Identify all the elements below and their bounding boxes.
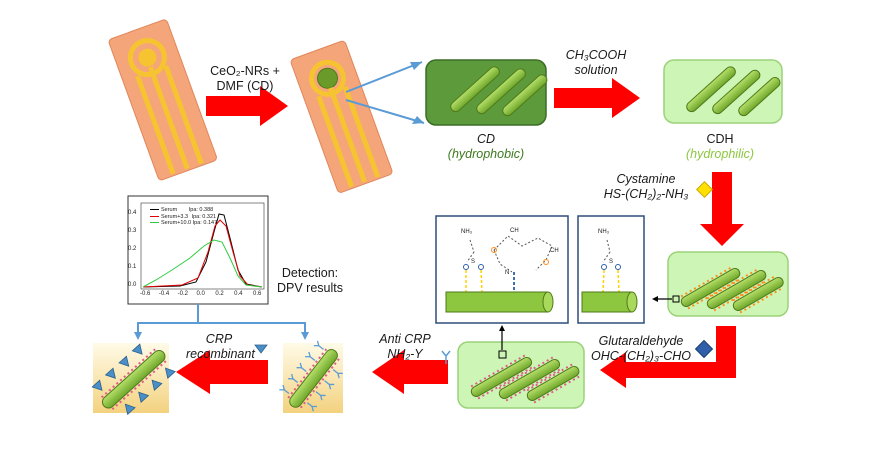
cd-label: CD (hydrophobic) [438, 132, 534, 162]
arrow-antigen [176, 350, 268, 394]
cystamine-formula: HS-(CH₂)₂-NH₃ [603, 187, 689, 201]
cdh-rods [686, 66, 781, 117]
antibody-label: Anti CRP NH₂-Y [372, 332, 438, 362]
arrow-down-cdh [700, 172, 744, 246]
zoom-connector-top [345, 61, 423, 93]
dpv-y-tick: 0.3 [128, 228, 137, 234]
chem-left-atom: S [471, 259, 476, 265]
arrow-step2 [554, 78, 640, 118]
step1-line2: DMF (CD) [216, 79, 274, 93]
dpv-x-tick: -0.2 [177, 291, 188, 297]
detection-label: Detection: DPV results [270, 266, 350, 296]
dpv-x-tick: -0.6 [140, 291, 151, 297]
crp-triangle-icon [254, 344, 268, 354]
dpv-x-tick: 0.0 [196, 291, 205, 297]
antibody-y-icon [441, 350, 451, 364]
cd-note: (hydrophobic) [447, 147, 525, 161]
dpv-legend-series: Serum+10.0 [161, 220, 192, 226]
chem-left-top: NH₃ [461, 229, 473, 235]
glutaraldehyde-diamond-icon [694, 339, 714, 359]
step1-line1: CeO₂-NRs + [210, 64, 280, 78]
detection-line1: Detection: [281, 266, 339, 280]
arrow-antibody [372, 350, 448, 394]
glutaraldehyde-label: Glutaraldehyde OHC-(CH₂)₃-CHO [586, 334, 696, 364]
dpv-y-tick: 0.4 [128, 210, 137, 216]
dpv-legend-series: Serum+3.3 [161, 213, 189, 220]
antibody-name: Anti CRP [379, 332, 431, 346]
antigen-note: recombinant [186, 347, 255, 361]
chem-glut-b: CH [550, 248, 559, 254]
inset-rod-left [445, 291, 554, 313]
dpv-legend: Serum Ipa: 0.388 Serum+3.3 Ipa: 0.321 Se… [150, 207, 217, 227]
detection-connector [137, 304, 306, 334]
antibody-rod [279, 340, 343, 412]
dpv-y-tick: 0.0 [128, 282, 137, 288]
cystamine-label: Cystamine HS-(CH₂)₂-NH₃ [596, 172, 696, 202]
glutaraldehyde-formula: OHC-(CH₂)₃-CHO [591, 349, 691, 363]
arrow-step1 [206, 86, 288, 126]
step2-line1: CH₃COOH [565, 48, 627, 62]
cdh-name: CDH [706, 132, 734, 146]
dpv-curve-serum [142, 213, 263, 288]
dpv-legend-row: Serum Ipa: 0.388 [150, 207, 217, 214]
bare-electrode [108, 19, 217, 181]
antigen-label: CRP recombinant [186, 332, 255, 362]
dpv-legend-ipa: Ipa: 0.147 [192, 220, 218, 226]
modified-electrode [290, 40, 393, 193]
dpv-x-tick: 0.6 [253, 291, 262, 297]
dpv-curve-serum-3-3 [142, 219, 263, 288]
zoom-connector-bottom [345, 99, 425, 124]
dpv-legend-row: Serum+3.3 Ipa: 0.321 [150, 214, 217, 221]
dpv-x-tick: 0.4 [234, 291, 243, 297]
antigen-name: CRP [205, 332, 233, 346]
dpv-curves [142, 213, 263, 288]
dpv-legend-row: Serum+10.0 Ipa: 0.147 [150, 220, 217, 227]
dpv-legend-series: Serum [161, 207, 178, 213]
dpv-x-tick: -0.4 [158, 291, 170, 297]
dpv-legend-ipa: Ipa: 0.388 [188, 207, 214, 213]
cdh-label: CDH (hydrophilic) [672, 132, 768, 162]
antibody-formula: NH₂-Y [387, 347, 423, 361]
glutaraldehyde-name: Glutaraldehyde [598, 334, 684, 348]
glutaraldehyde-structure [463, 235, 553, 293]
dpv-y-tick: 0.1 [128, 264, 137, 270]
cd-rods [450, 66, 548, 117]
glutaraldehyde-rods [470, 354, 580, 404]
step1-label: CeO₂-NRs + DMF (CD) [202, 64, 288, 94]
antigen-rod [91, 343, 176, 416]
step2-line2: solution [574, 63, 618, 77]
detection-line2: DPV results [277, 281, 343, 295]
chem-right-top: NH₃ [598, 229, 610, 235]
cystamine-rods [680, 265, 784, 314]
step2-label: CH₃COOH solution [548, 48, 644, 78]
dpv-curve-serum-10 [142, 239, 263, 288]
cystamine-name: Cystamine [616, 172, 676, 186]
dpv-legend-ipa: Ipa: 0.321 [191, 213, 217, 220]
dpv-y-tick: 0.2 [128, 246, 137, 252]
chem-glut-a: CH [510, 228, 519, 234]
dpv-x-tick: 0.2 [215, 291, 224, 297]
chem-right-atom: S [609, 259, 614, 265]
cystamine-structure [601, 239, 621, 293]
cystamine-diamond-icon [696, 181, 713, 198]
inset-rod-right [581, 291, 638, 313]
arrow-elbow-glut [600, 326, 736, 388]
cd-name: CD [476, 132, 496, 146]
dpv-inset [127, 195, 269, 305]
chem-glut-n: N [505, 270, 510, 276]
cdh-note: (hydrophilic) [685, 147, 755, 161]
